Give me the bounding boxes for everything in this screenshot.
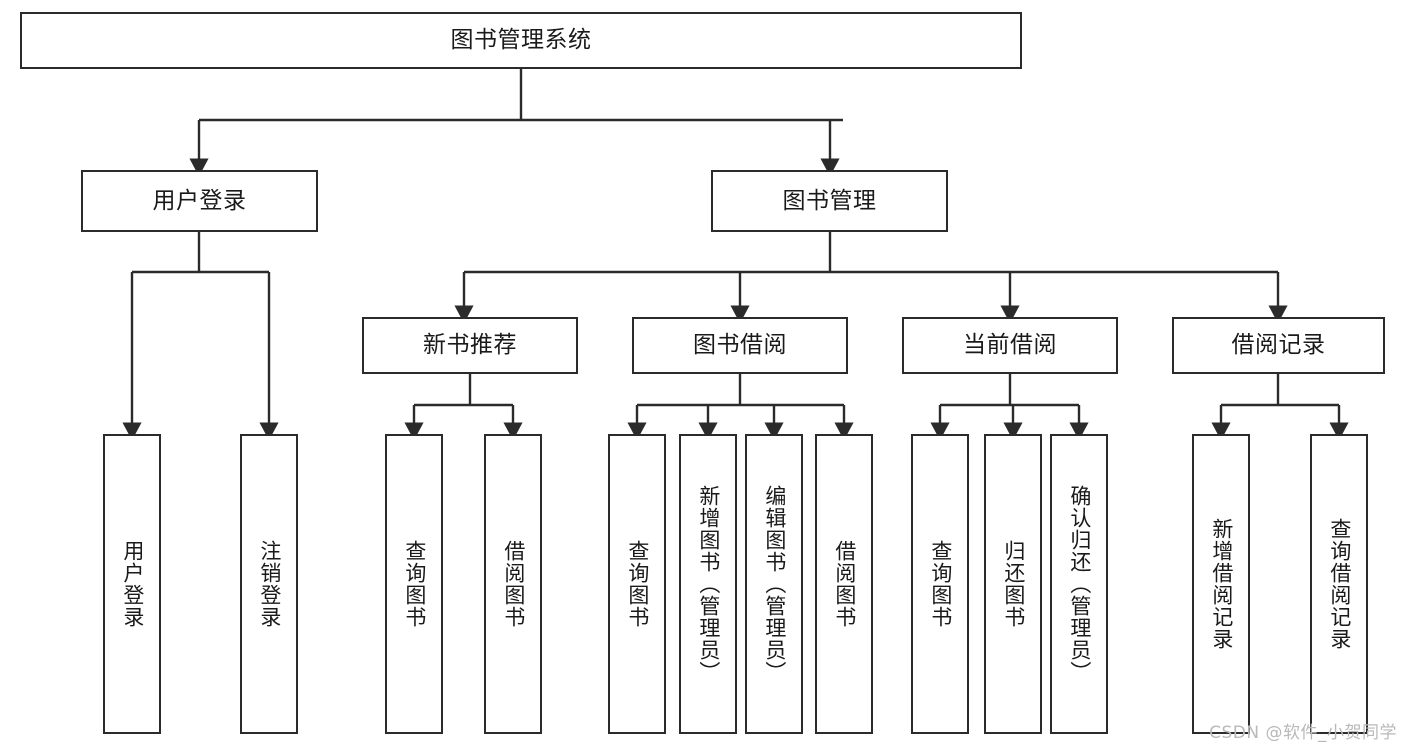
- node-leaf-borrow-book[interactable]: 借阅图书: [815, 434, 873, 734]
- node-leaf-confirm-return-admin[interactable]: 确认归还（管理员）: [1050, 434, 1108, 734]
- node-leaf-query-book-current[interactable]: 查询图书: [911, 434, 969, 734]
- csdn-watermark: CSDN @软件_小贺同学: [1209, 723, 1397, 743]
- node-book-manage[interactable]: 图书管理: [711, 170, 948, 232]
- node-leaf-add-borrow-record[interactable]: 新增借阅记录: [1192, 434, 1250, 734]
- node-leaf-edit-book-admin[interactable]: 编辑图书（管理员）: [745, 434, 803, 734]
- node-leaf-borrow-book-recommend[interactable]: 借阅图书: [484, 434, 542, 734]
- node-new-book-recommend[interactable]: 新书推荐: [362, 317, 578, 374]
- node-leaf-user-login[interactable]: 用户登录: [103, 434, 161, 734]
- node-user-login[interactable]: 用户登录: [81, 170, 318, 232]
- node-leaf-return-book[interactable]: 归还图书: [984, 434, 1042, 734]
- node-book-borrow[interactable]: 图书借阅: [632, 317, 848, 374]
- node-current-borrow[interactable]: 当前借阅: [902, 317, 1118, 374]
- node-root[interactable]: 图书管理系统: [20, 12, 1022, 69]
- node-leaf-query-borrow-record[interactable]: 查询借阅记录: [1310, 434, 1368, 734]
- node-leaf-query-book-recommend[interactable]: 查询图书: [385, 434, 443, 734]
- node-leaf-query-book-borrow[interactable]: 查询图书: [608, 434, 666, 734]
- node-leaf-add-book-admin[interactable]: 新增图书（管理员）: [679, 434, 737, 734]
- node-borrow-record[interactable]: 借阅记录: [1172, 317, 1385, 374]
- node-leaf-logout[interactable]: 注销登录: [240, 434, 298, 734]
